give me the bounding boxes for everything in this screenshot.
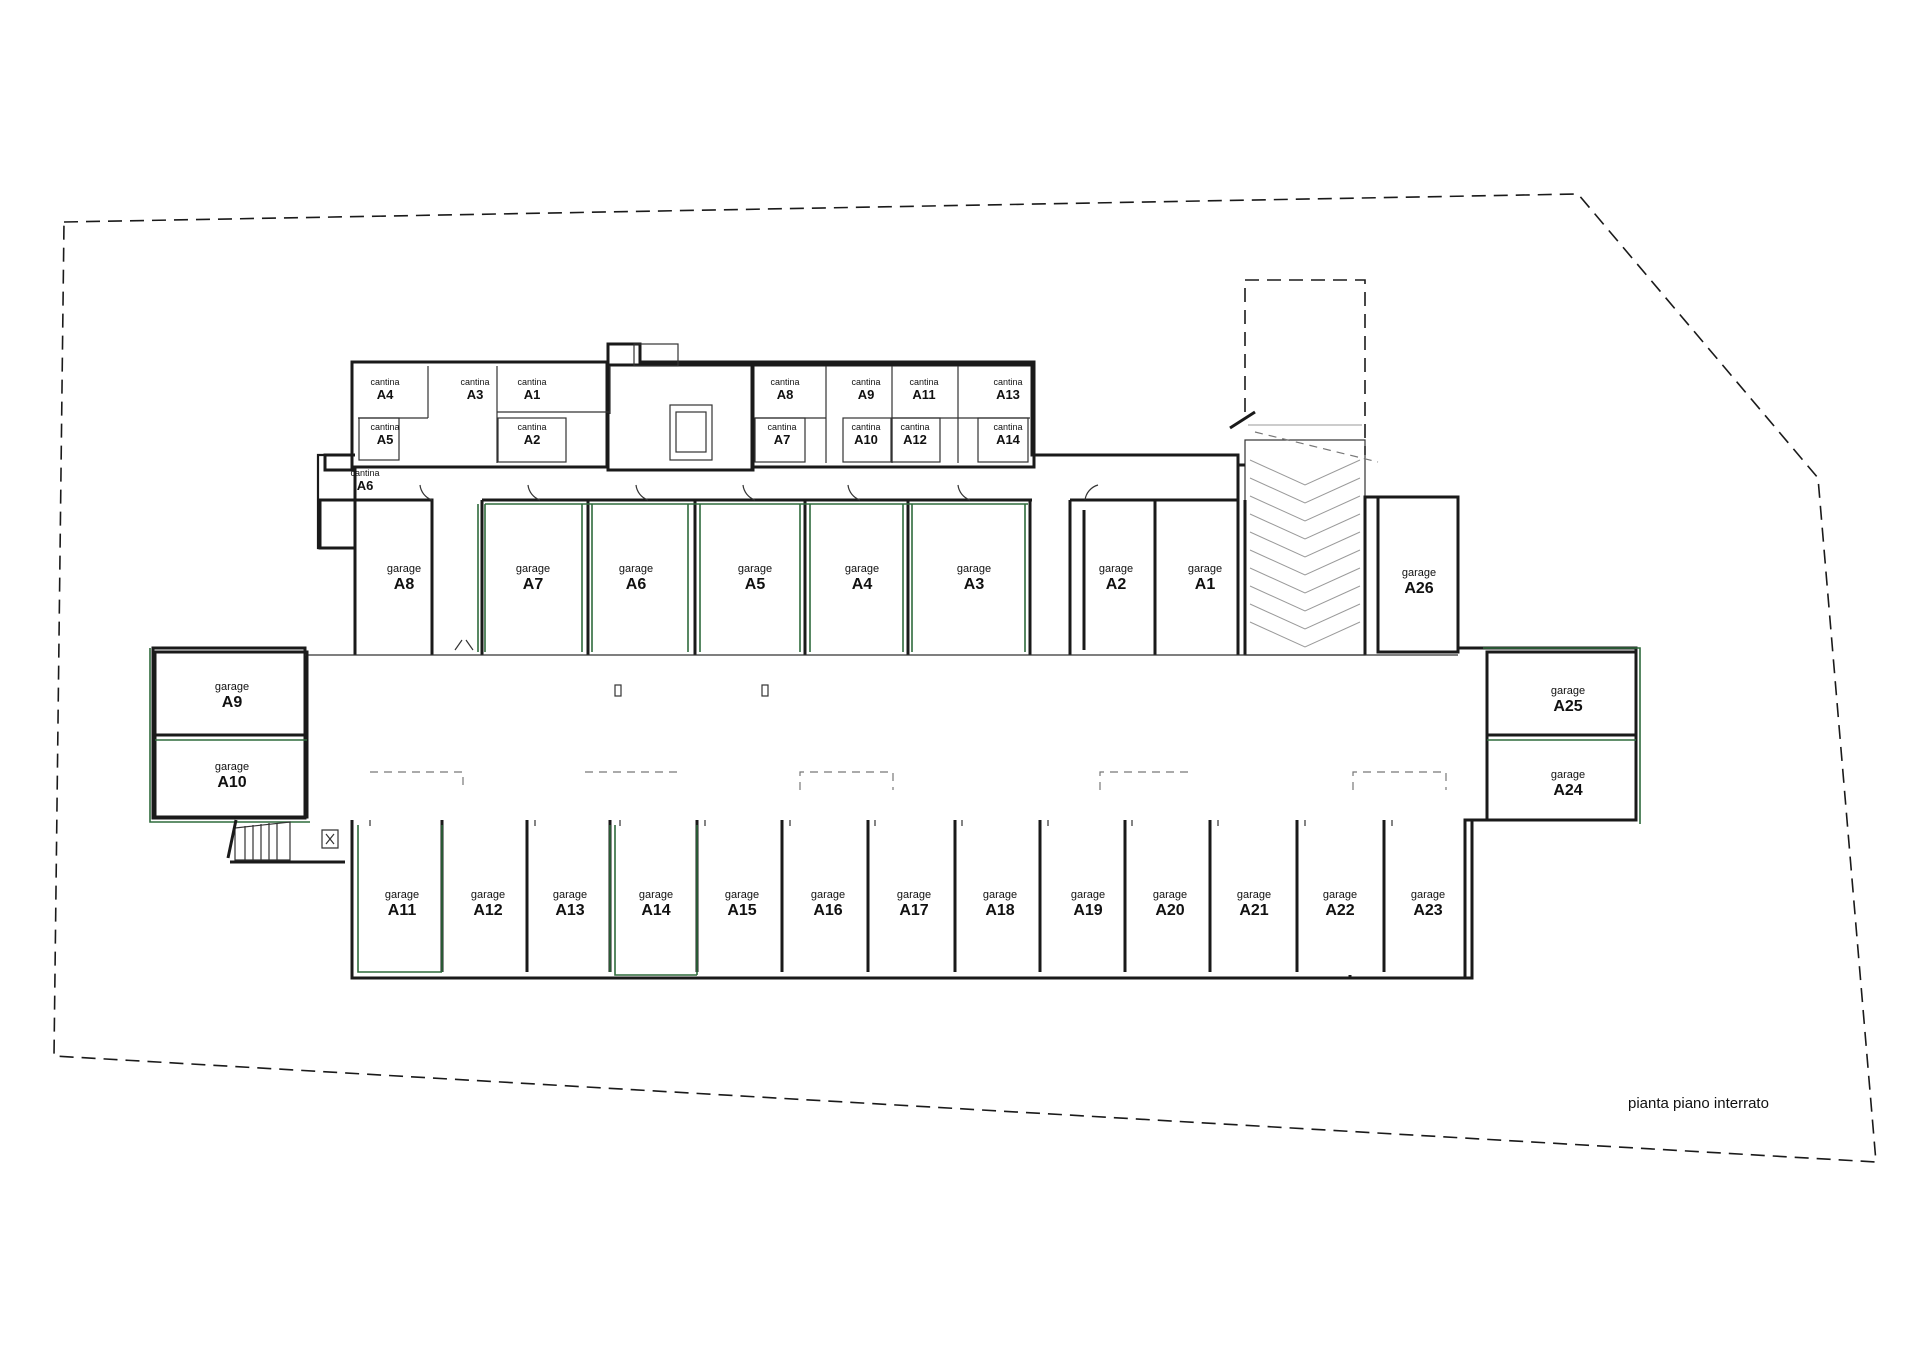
cantine-block xyxy=(350,343,1036,472)
property-boundary xyxy=(53,193,1877,1163)
garage-label-a16-word: garage xyxy=(811,889,845,901)
cantina-label-a8: A8 xyxy=(777,387,794,402)
garage-label-a23: A23 xyxy=(1413,902,1442,919)
garage-label-a9-word: garage xyxy=(215,681,249,693)
garage-label-a10-word: garage xyxy=(215,761,249,773)
garage-label-a12-word: garage xyxy=(471,889,505,901)
left-garages-walls xyxy=(149,648,310,823)
room-labels: garageA8garageA7garageA6garageA5garageA4… xyxy=(215,377,1585,919)
garage-label-a4: A4 xyxy=(852,576,873,593)
garage-a26-room xyxy=(1376,495,1460,654)
garage-label-a5: A5 xyxy=(745,576,766,593)
garage-label-a13-word: garage xyxy=(553,889,587,901)
garage-label-a24-word: garage xyxy=(1551,769,1585,781)
right-garages-walls xyxy=(1483,647,1641,824)
garage-label-a19: A19 xyxy=(1073,902,1102,919)
cantina-label-a9: A9 xyxy=(858,387,875,402)
garage-label-a17-word: garage xyxy=(897,889,931,901)
cantina-a6-room xyxy=(316,453,355,550)
cantina-label-a1: A1 xyxy=(524,387,541,402)
garage-label-a25-word: garage xyxy=(1551,685,1585,697)
garage-label-a15: A15 xyxy=(727,902,756,919)
garage-label-a26-word: garage xyxy=(1402,567,1436,579)
garage-label-a21-word: garage xyxy=(1237,889,1271,901)
garage-label-a11-word: garage xyxy=(385,889,419,901)
cantina-word: cantina xyxy=(993,422,1022,432)
cantina-label-a3: A3 xyxy=(467,387,484,402)
cantina-label-a4: A4 xyxy=(377,387,394,402)
garage-label-a19-word: garage xyxy=(1071,889,1105,901)
aisle-column xyxy=(614,684,622,697)
cantina-word: cantina xyxy=(909,377,938,387)
cantina-label-a13: A13 xyxy=(996,387,1020,402)
garage-label-a8-word: garage xyxy=(387,563,421,575)
stairs-icon xyxy=(226,819,345,864)
garage-label-a20: A20 xyxy=(1155,902,1184,919)
aisle-column xyxy=(761,684,769,697)
bottom-garage-walls xyxy=(350,820,1474,980)
garage-label-a18: A18 xyxy=(985,902,1014,919)
garage-label-a23-word: garage xyxy=(1411,889,1445,901)
cantina-label-a12: A12 xyxy=(903,432,927,447)
garage-label-a24: A24 xyxy=(1553,782,1582,799)
garage-label-a25: A25 xyxy=(1553,698,1582,715)
garage-label-a1-word: garage xyxy=(1188,563,1222,575)
garage-label-a18-word: garage xyxy=(983,889,1017,901)
garage-label-a3: A3 xyxy=(964,576,985,593)
cantina-word: cantina xyxy=(370,377,399,387)
garage-label-a2: A2 xyxy=(1106,576,1127,593)
garage-label-a20-word: garage xyxy=(1153,889,1187,901)
garage-label-a4-word: garage xyxy=(845,563,879,575)
building-outline xyxy=(151,342,1638,980)
door-swings xyxy=(419,484,1099,651)
garage-label-a7: A7 xyxy=(523,576,544,593)
cantina-word: cantina xyxy=(900,422,929,432)
garage-label-a16: A16 xyxy=(813,902,842,919)
cantina-word: cantina xyxy=(370,422,399,432)
garage-label-a22: A22 xyxy=(1325,902,1354,919)
cantina-label-a14: A14 xyxy=(996,432,1021,447)
garage-label-a14-word: garage xyxy=(639,889,673,901)
cantina-word: cantina xyxy=(517,377,546,387)
ramp-hatching xyxy=(1229,410,1379,656)
garage-label-a7-word: garage xyxy=(516,563,550,575)
cantina-word: cantina xyxy=(517,422,546,432)
garage-label-a14: A14 xyxy=(641,902,670,919)
garage-label-a9: A9 xyxy=(222,694,243,711)
plan-caption: pianta piano interrato xyxy=(1628,1095,1769,1112)
garage-label-a6-word: garage xyxy=(619,563,653,575)
cantina-word: cantina xyxy=(460,377,489,387)
ramp-outline xyxy=(1244,279,1366,455)
garage-label-a6: A6 xyxy=(626,576,647,593)
cantina-label-a5: A5 xyxy=(377,432,394,447)
cantina-label-a7: A7 xyxy=(774,432,791,447)
garage-label-a2-word: garage xyxy=(1099,563,1133,575)
garage-label-a11: A11 xyxy=(388,902,417,919)
garage-label-a5-word: garage xyxy=(738,563,772,575)
garage-label-a17: A17 xyxy=(899,902,928,919)
garage-label-a1: A1 xyxy=(1195,576,1216,593)
cantina-word: cantina xyxy=(851,422,880,432)
cantina-label-a2: A2 xyxy=(524,432,541,447)
garage-label-a8: A8 xyxy=(394,576,415,593)
garage-label-a10: A10 xyxy=(217,774,246,791)
cantina-label-a10: A10 xyxy=(854,432,878,447)
garage-label-a22-word: garage xyxy=(1323,889,1357,901)
cantina-word: cantina xyxy=(767,422,796,432)
overhead-door-markers xyxy=(370,771,1447,790)
cantina-label-a11: A11 xyxy=(912,387,935,402)
garage-label-a12: A12 xyxy=(473,902,502,919)
garage-label-a26: A26 xyxy=(1404,580,1433,597)
garage-label-a13: A13 xyxy=(555,902,584,919)
garage-label-a21: A21 xyxy=(1239,902,1268,919)
cantina-label-a6: A6 xyxy=(357,478,374,493)
garage-label-a3-word: garage xyxy=(957,563,991,575)
cantina-word: cantina xyxy=(770,377,799,387)
cantina-word: cantina xyxy=(993,377,1022,387)
cantina-word: cantina xyxy=(851,377,880,387)
cantina-word: cantina xyxy=(350,468,379,478)
garage-label-a15-word: garage xyxy=(725,889,759,901)
